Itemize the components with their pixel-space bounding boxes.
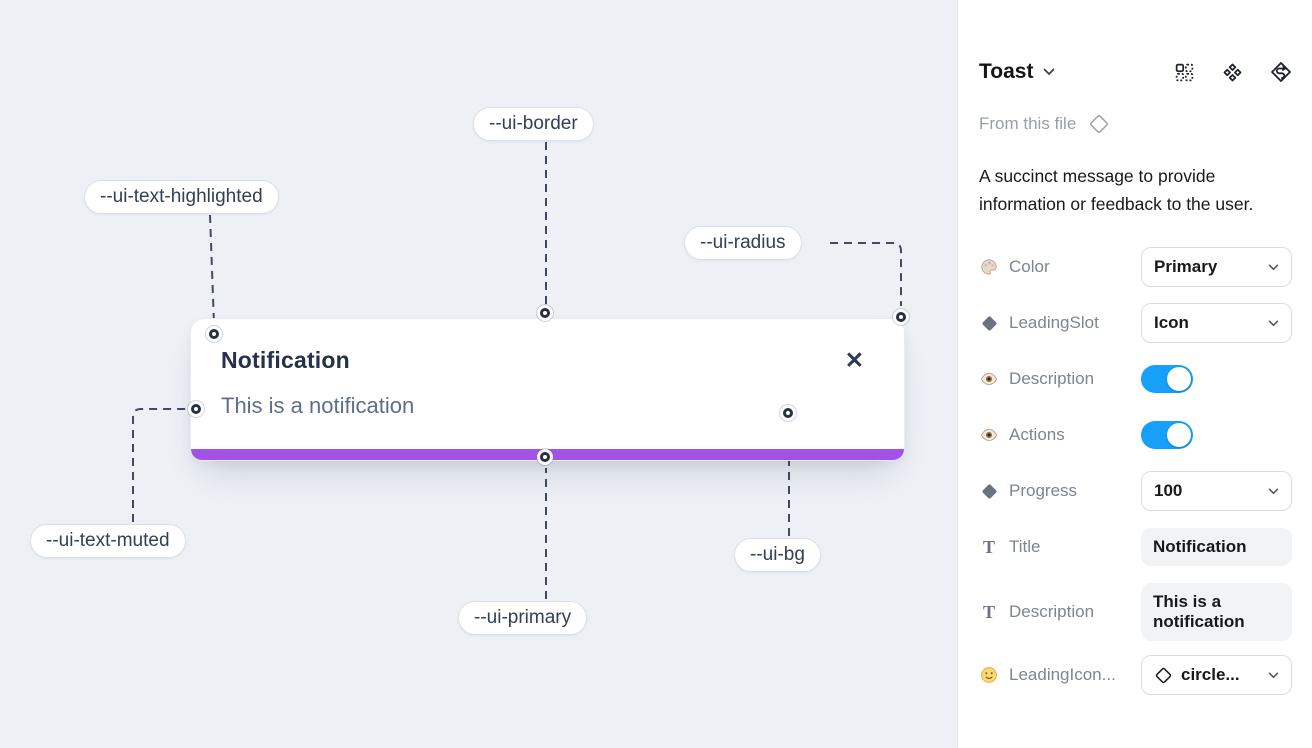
leadingslot-select[interactable]: Icon — [1141, 303, 1292, 343]
chevron-down-icon — [1268, 264, 1279, 271]
prop-row-actions-toggle: Actions — [979, 415, 1292, 455]
marker-text-muted — [191, 404, 201, 414]
toast-title: Notification — [221, 347, 350, 373]
properties-panel: Toast — [957, 0, 1312, 748]
marker-text-highlighted — [209, 329, 219, 339]
title-field[interactable]: Notification — [1141, 528, 1292, 566]
prop-row-description-text: T Description This is a notification — [979, 583, 1292, 641]
description-field[interactable]: This is a notification — [1141, 583, 1292, 641]
toggle-knob — [1167, 423, 1191, 447]
chevron-down-icon — [1268, 488, 1279, 495]
diamond-icon — [979, 483, 999, 499]
source-label: From this file — [979, 114, 1077, 133]
prop-label: Progress — [1009, 481, 1078, 500]
prop-row-progress: Progress 100 — [979, 471, 1292, 511]
token-pill-bg: --ui-bg — [734, 538, 821, 572]
marker-border — [540, 308, 550, 318]
prop-label: LeadingIcon... — [1009, 665, 1116, 684]
token-pill-text-highlighted: --ui-text-highlighted — [84, 180, 279, 214]
prop-label: Description — [1009, 602, 1095, 621]
progress-select[interactable]: 100 — [1141, 471, 1292, 511]
description-toggle[interactable] — [1141, 365, 1193, 393]
prop-label: Description — [1009, 369, 1095, 388]
chevron-down-icon — [1268, 320, 1279, 327]
prop-row-title: T Title Notification — [979, 527, 1292, 567]
line-text-highlighted — [209, 214, 215, 325]
token-pill-primary: --ui-primary — [458, 601, 588, 635]
line-radius — [830, 242, 902, 306]
marker-primary — [540, 452, 550, 462]
color-select[interactable]: Primary — [1141, 247, 1292, 287]
file-diamond-icon — [1090, 115, 1109, 133]
icon-diamond-glyph — [1154, 666, 1173, 685]
token-pill-radius: --ui-radius — [684, 226, 802, 260]
line-text-muted — [132, 408, 186, 522]
prop-label: Color — [1009, 257, 1050, 276]
design-canvas: Notification This is a notification ✕ --… — [0, 0, 957, 748]
token-diamond-icon[interactable] — [1270, 61, 1292, 83]
prop-row-leadingicon: LeadingIcon... circle... — [979, 655, 1292, 695]
token-pill-text-muted: --ui-text-muted — [30, 524, 186, 558]
token-pill-border: --ui-border — [473, 107, 594, 141]
toast-close-button[interactable]: ✕ — [844, 347, 864, 373]
prop-row-color: Color Primary — [979, 247, 1292, 287]
actions-toggle[interactable] — [1141, 421, 1193, 449]
text-icon: T — [982, 536, 995, 557]
toast-component-preview: Notification This is a notification ✕ — [190, 318, 905, 461]
prop-row-leadingslot: LeadingSlot Icon — [979, 303, 1292, 343]
component-title: Toast — [979, 60, 1034, 83]
marker-bg — [783, 408, 793, 418]
diamond-icon — [979, 315, 999, 331]
eye-icon — [979, 370, 999, 388]
panel-header: Toast — [979, 56, 1292, 88]
component-props-icon[interactable] — [1174, 62, 1195, 83]
prop-row-description-toggle: Description — [979, 359, 1292, 399]
text-icon: T — [982, 601, 995, 622]
palette-icon — [979, 258, 999, 276]
prop-label: LeadingSlot — [1009, 313, 1099, 332]
prop-label: Actions — [1009, 425, 1065, 444]
smiley-icon — [979, 666, 999, 684]
component-title-chevron-icon[interactable] — [1043, 68, 1055, 76]
toggle-knob — [1167, 367, 1191, 391]
eye-icon — [979, 426, 999, 444]
component-description: A succinct message to provide informatio… — [979, 166, 1254, 214]
leadingicon-select[interactable]: circle... — [1141, 655, 1292, 695]
prop-label: Title — [1009, 537, 1041, 556]
chevron-down-icon — [1268, 672, 1279, 679]
marker-radius — [896, 312, 906, 322]
variants-icon[interactable] — [1222, 62, 1243, 83]
toast-description: This is a notification — [221, 393, 415, 418]
source-row: From this file — [979, 112, 1292, 136]
